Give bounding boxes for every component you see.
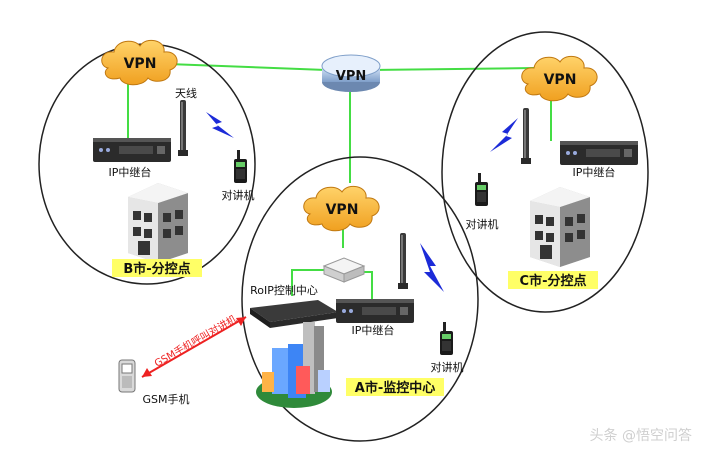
b-radio-label: 对讲机 bbox=[222, 188, 255, 202]
b-site-label-bg bbox=[112, 259, 202, 277]
a-repeater-label: IP中继台 bbox=[352, 323, 395, 337]
link-vpnb-center bbox=[167, 63, 327, 71]
b-lightning-icon bbox=[206, 112, 234, 138]
gsm-phone-label: GSM手机 bbox=[143, 392, 190, 406]
c-lightning-icon bbox=[490, 118, 518, 152]
b-building-icon bbox=[128, 183, 188, 263]
c-repeater-label: IP中继台 bbox=[573, 165, 616, 179]
vpn-cloud-c-icon: VPN bbox=[521, 55, 598, 102]
b-radio-icon bbox=[234, 150, 247, 183]
a-lightning-icon bbox=[420, 243, 444, 292]
a-site-label-bg bbox=[346, 378, 444, 396]
a-antenna-icon bbox=[398, 233, 408, 289]
vpn-a-label: VPN bbox=[326, 202, 359, 218]
a-roip-device-icon bbox=[250, 300, 338, 328]
c-radio-label: 对讲机 bbox=[466, 217, 499, 231]
a-site-label: A市-监控中心 bbox=[355, 380, 435, 396]
link-a-switch bbox=[291, 269, 326, 296]
watermark: 头条 @悟空问答 bbox=[590, 427, 692, 444]
a-roip-label: RoIP控制中心 bbox=[250, 283, 318, 297]
gsm-call-arrow bbox=[141, 316, 247, 378]
a-radio-icon bbox=[440, 322, 453, 355]
vpn-router-icon: VPN bbox=[321, 54, 381, 92]
a-city-boundary bbox=[241, 156, 479, 442]
c-building-icon bbox=[530, 187, 590, 267]
vpn-center-label: VPN bbox=[336, 69, 366, 84]
vpn-cloud-b-icon: VPN bbox=[101, 39, 178, 86]
a-city-buildings-icon bbox=[256, 322, 332, 408]
b-repeater-label: IP中继台 bbox=[109, 165, 152, 179]
c-repeater-icon bbox=[560, 141, 638, 165]
c-site-label-bg bbox=[508, 271, 598, 289]
gsm-call-label: GSM手机呼叫对讲机 bbox=[152, 312, 239, 370]
a-switch-icon bbox=[322, 257, 366, 283]
a-radio-label: 对讲机 bbox=[431, 360, 464, 374]
a-repeater-icon bbox=[336, 299, 414, 323]
b-site-label: B市-分控点 bbox=[123, 261, 190, 277]
b-antenna-icon bbox=[178, 100, 188, 156]
c-radio-icon bbox=[475, 173, 488, 206]
gsm-phone-icon bbox=[118, 359, 136, 393]
vpn-c-label: VPN bbox=[544, 72, 577, 88]
c-city-boundary bbox=[441, 31, 649, 313]
b-antenna-label: 天线 bbox=[175, 86, 197, 100]
c-site-label: C市-分控点 bbox=[520, 273, 587, 289]
vpn-b-label: VPN bbox=[124, 56, 157, 72]
vpn-cloud-a-icon: VPN bbox=[303, 185, 380, 232]
link-center-vpnc bbox=[375, 67, 535, 71]
b-repeater-icon bbox=[93, 138, 171, 162]
links bbox=[127, 63, 552, 300]
c-antenna-icon bbox=[521, 108, 531, 164]
